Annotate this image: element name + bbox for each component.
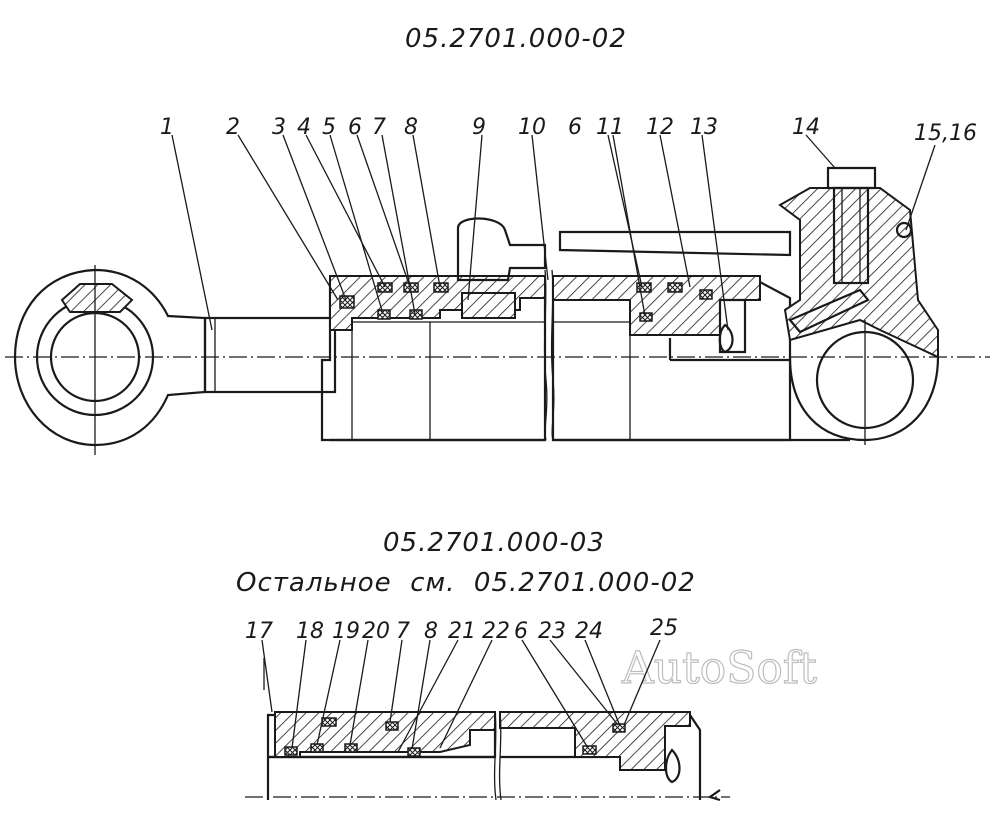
callouts-lower: 17 18 19 20 7 8 21 22 6 23 24 25 — [245, 616, 678, 644]
callout-10: 10 — [518, 115, 546, 140]
leader-lines-lower — [261, 639, 661, 753]
callout-6-lower: 6 — [514, 619, 528, 644]
callout-18: 18 — [296, 619, 324, 644]
callout-7-lower: 7 — [396, 619, 410, 644]
piston-rod — [203, 316, 337, 394]
callout-3: 3 — [272, 115, 286, 140]
callout-6b: 6 — [568, 115, 582, 140]
callout-14: 14 — [792, 115, 820, 140]
rear-head — [778, 166, 940, 445]
callout-25: 25 — [650, 616, 678, 641]
callout-24: 24 — [575, 619, 603, 644]
cylinder-assembly-view: 1 2 3 4 5 6 7 8 9 10 6 11 12 13 14 15,16 — [5, 115, 990, 455]
callout-6: 6 — [348, 115, 362, 140]
callout-8: 8 — [404, 115, 418, 140]
callout-22: 22 — [482, 619, 510, 644]
drawing-title-main: 05.2701.000-02 — [405, 24, 627, 54]
callout-8-lower: 8 — [424, 619, 438, 644]
rod-eye — [13, 265, 207, 455]
variant-section-view: 17 18 19 20 7 8 21 22 6 23 24 25 — [245, 616, 730, 802]
callout-19: 19 — [332, 619, 360, 644]
drawing-title-variant: 05.2701.000-03 — [383, 528, 605, 558]
callout-17: 17 — [245, 619, 273, 644]
callout-9: 9 — [472, 115, 486, 140]
callout-7: 7 — [372, 115, 386, 140]
callout-23: 23 — [538, 619, 566, 644]
leader-lines-upper — [171, 134, 936, 331]
callout-12: 12 — [646, 115, 674, 140]
callout-11: 11 — [596, 115, 624, 140]
callout-13: 13 — [690, 115, 718, 140]
callout-2: 2 — [226, 115, 240, 140]
callouts-upper: 1 2 3 4 5 6 7 8 9 10 6 11 12 13 14 15,16 — [160, 115, 977, 146]
watermark: AutoSoft — [621, 643, 817, 694]
break-line-left — [543, 269, 548, 441]
callout-1: 1 — [160, 115, 174, 140]
callout-4: 4 — [297, 115, 311, 140]
callout-5: 5 — [322, 115, 336, 140]
callout-21: 21 — [448, 619, 476, 644]
callout-20: 20 — [362, 619, 390, 644]
drawing-note: Остальное см. 05.2701.000-02 — [236, 568, 696, 598]
cylinder-body-left — [320, 217, 547, 442]
callout-15-16: 15,16 — [914, 121, 977, 146]
